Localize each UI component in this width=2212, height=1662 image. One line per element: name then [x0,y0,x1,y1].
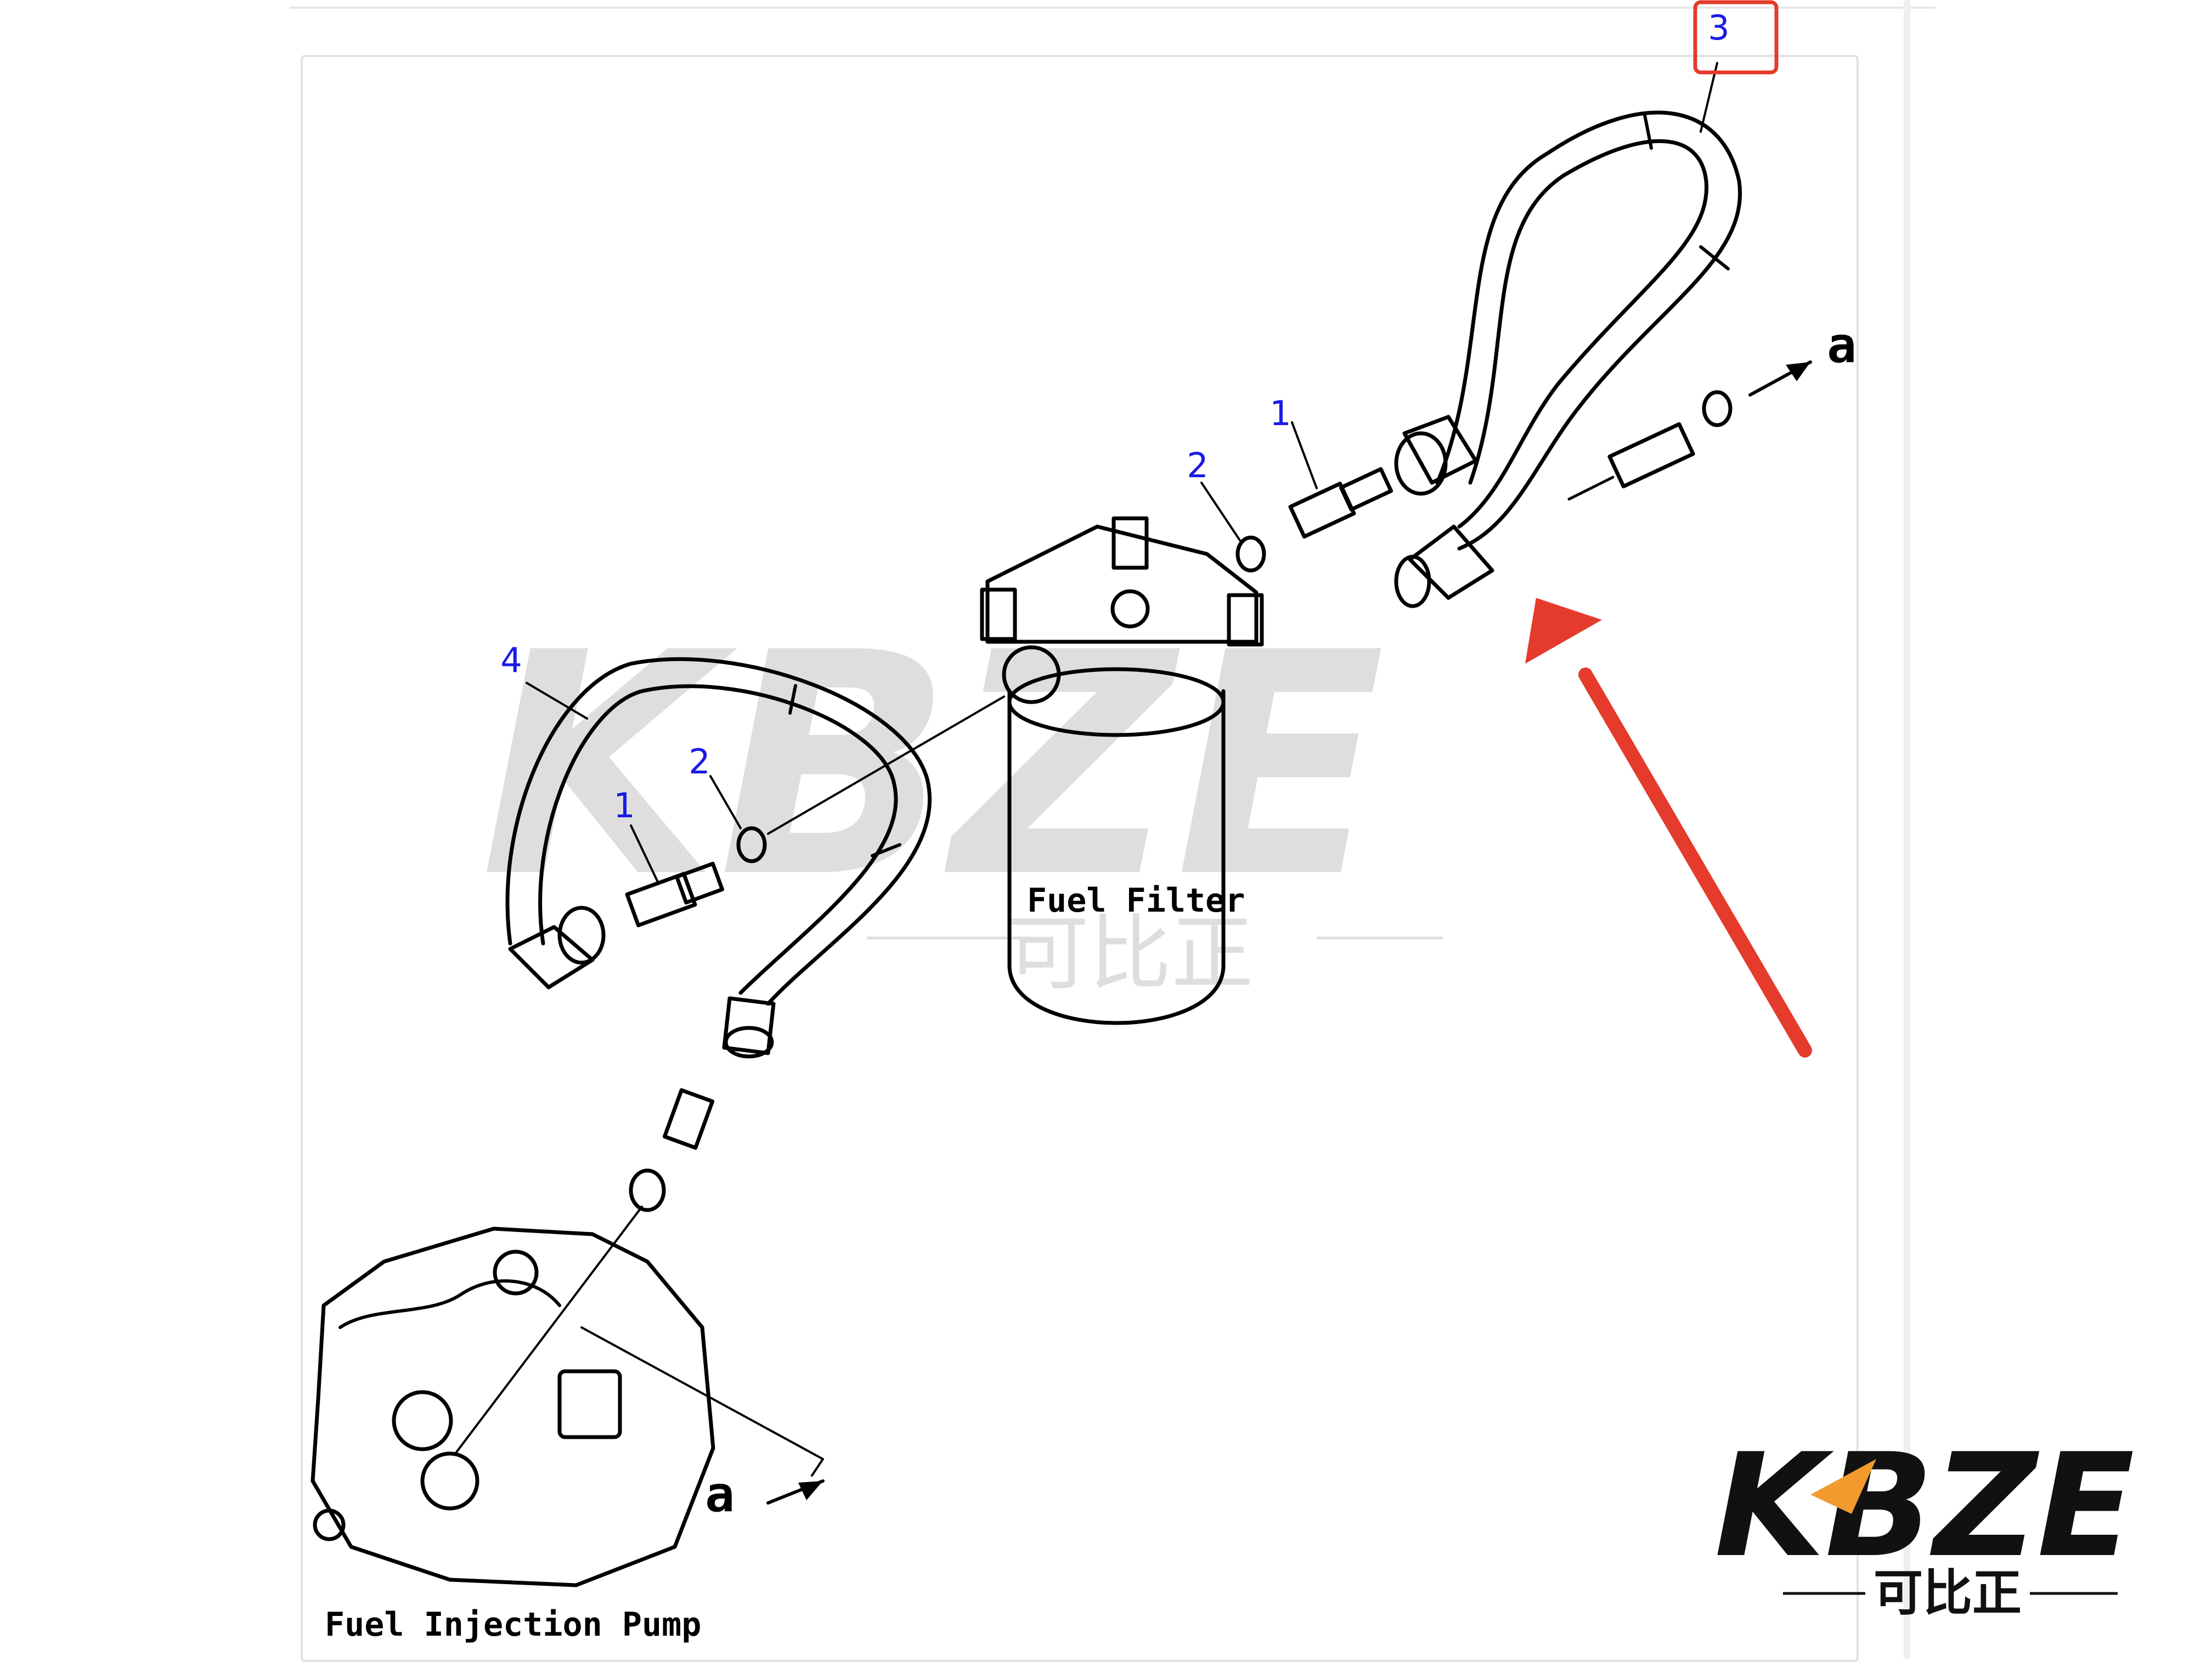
fuel-filter [980,516,1264,1025]
top-border-line [290,7,1936,9]
callout-3[interactable]: 3 [1708,8,1729,48]
callout-2-right[interactable]: 2 [1187,445,1208,485]
diagram-panel [301,55,1859,1662]
fuel-injection-pump [311,1206,824,1587]
connector-1-left [625,862,724,928]
hose-3[interactable] [1435,110,1742,551]
arrow-a-top-label: a [1827,316,1857,374]
callout-1-right[interactable]: 1 [1269,393,1291,433]
callout-leaders [526,62,1718,884]
fitting-top [1394,415,1478,496]
fitting-bottom [1394,524,1494,608]
kbze-logo: KBZE 可比正 [1714,1423,2135,1622]
fuel-filter-label: Fuel Filter [1027,881,1245,920]
watermark-brand: KBZE [480,587,1385,945]
scrollbar-track[interactable] [1904,0,1910,1659]
watermark-chinese: 可比正 [1007,906,1254,1002]
arrow-a-bottom-label: a [705,1466,735,1523]
logo-brand: KBZE [1714,1423,2135,1589]
arrow-a-top: a [1748,316,1857,397]
callout-4[interactable]: 4 [500,640,522,680]
fitting-left [508,906,606,990]
connector-lower [629,1088,715,1212]
logo-chinese: 可比正 [1874,1564,2022,1622]
watermark: KBZE 可比正 [480,587,1443,1002]
o-ring-left [736,826,767,863]
callout-2-left[interactable]: 2 [689,742,710,782]
fuel-injection-pump-label: Fuel Injection Pump [325,1606,701,1644]
callout-1-left[interactable]: 1 [613,785,635,826]
connector-right-a [1567,390,1733,501]
arrow-a-bottom: a [705,1466,825,1523]
highlight-box [1693,0,1779,75]
hose-4[interactable] [505,657,932,1006]
fitting-bottom-left [722,996,776,1059]
red-arrow [1525,598,1812,1058]
logo-accent [1810,1459,1876,1514]
o-ring-right [1235,535,1266,573]
connector-1-right [1288,467,1393,539]
